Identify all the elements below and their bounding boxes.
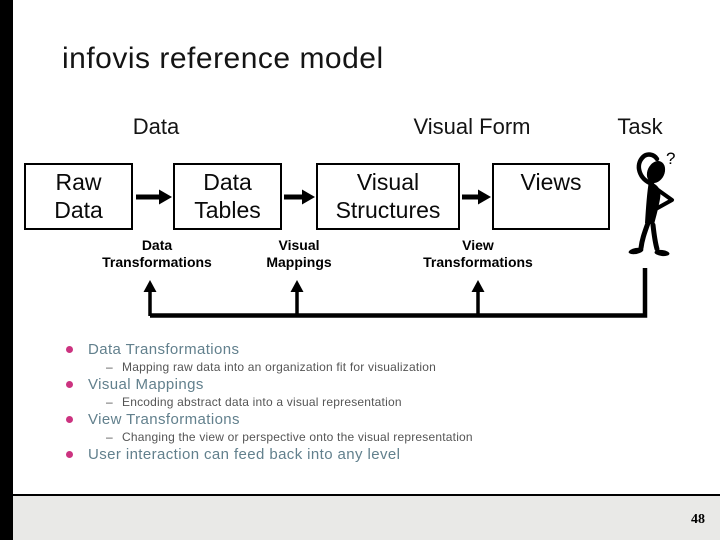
dash-marker: – [106, 360, 113, 374]
bullet-dot-icon [66, 416, 73, 423]
bullet-dot-icon [66, 346, 73, 353]
confused-person-icon: ? [628, 149, 675, 257]
footer-bar: 48 [0, 494, 720, 540]
subitem-text: Changing the view or perspective onto th… [122, 430, 473, 444]
bullet-dot-icon [66, 381, 73, 388]
list-item: View Transformations [0, 410, 700, 429]
bullet-label: Visual Mappings [88, 376, 204, 393]
box-raw-data: Raw Data [24, 163, 133, 230]
page-number: 48 [691, 512, 705, 527]
subitem-text: Mapping raw data into an organization fi… [122, 360, 436, 374]
dash-marker: – [106, 430, 113, 444]
left-edge-bar [0, 0, 13, 540]
dash-marker: – [106, 395, 113, 409]
bullet-label: User interaction can feed back into any … [88, 446, 401, 463]
column-header-task: Task [617, 114, 663, 139]
bullet-dot-icon [66, 451, 73, 458]
box-visual-structures: Visual Structures [316, 163, 460, 230]
subitem-text: Encoding abstract data into a visual rep… [122, 395, 402, 409]
label-visual-mappings: Visual Mappings [266, 237, 332, 270]
bullet-list: Data Transformations – Mapping raw data … [0, 340, 700, 464]
list-subitem: – Encoding abstract data into a visual r… [0, 394, 700, 410]
list-subitem: – Changing the view or perspective onto … [0, 429, 700, 445]
list-subitem: – Mapping raw data into an organization … [0, 359, 700, 375]
list-item: Visual Mappings [0, 375, 700, 394]
bullet-label: Data Transformations [88, 341, 240, 358]
slide-title: infovis reference model [62, 42, 384, 75]
column-header-data: Data [132, 114, 180, 139]
question-mark: ? [666, 149, 675, 168]
column-header-visual-form: Visual Form [413, 114, 531, 139]
label-data-transformations: Data Transformations [102, 237, 212, 270]
list-item: Data Transformations [0, 340, 700, 359]
box-views: Views [492, 163, 610, 230]
list-item: User interaction can feed back into any … [0, 445, 700, 464]
bullet-label: View Transformations [88, 411, 240, 428]
box-data-tables: Data Tables [173, 163, 282, 230]
label-view-transformations: View Transformations [423, 237, 533, 270]
